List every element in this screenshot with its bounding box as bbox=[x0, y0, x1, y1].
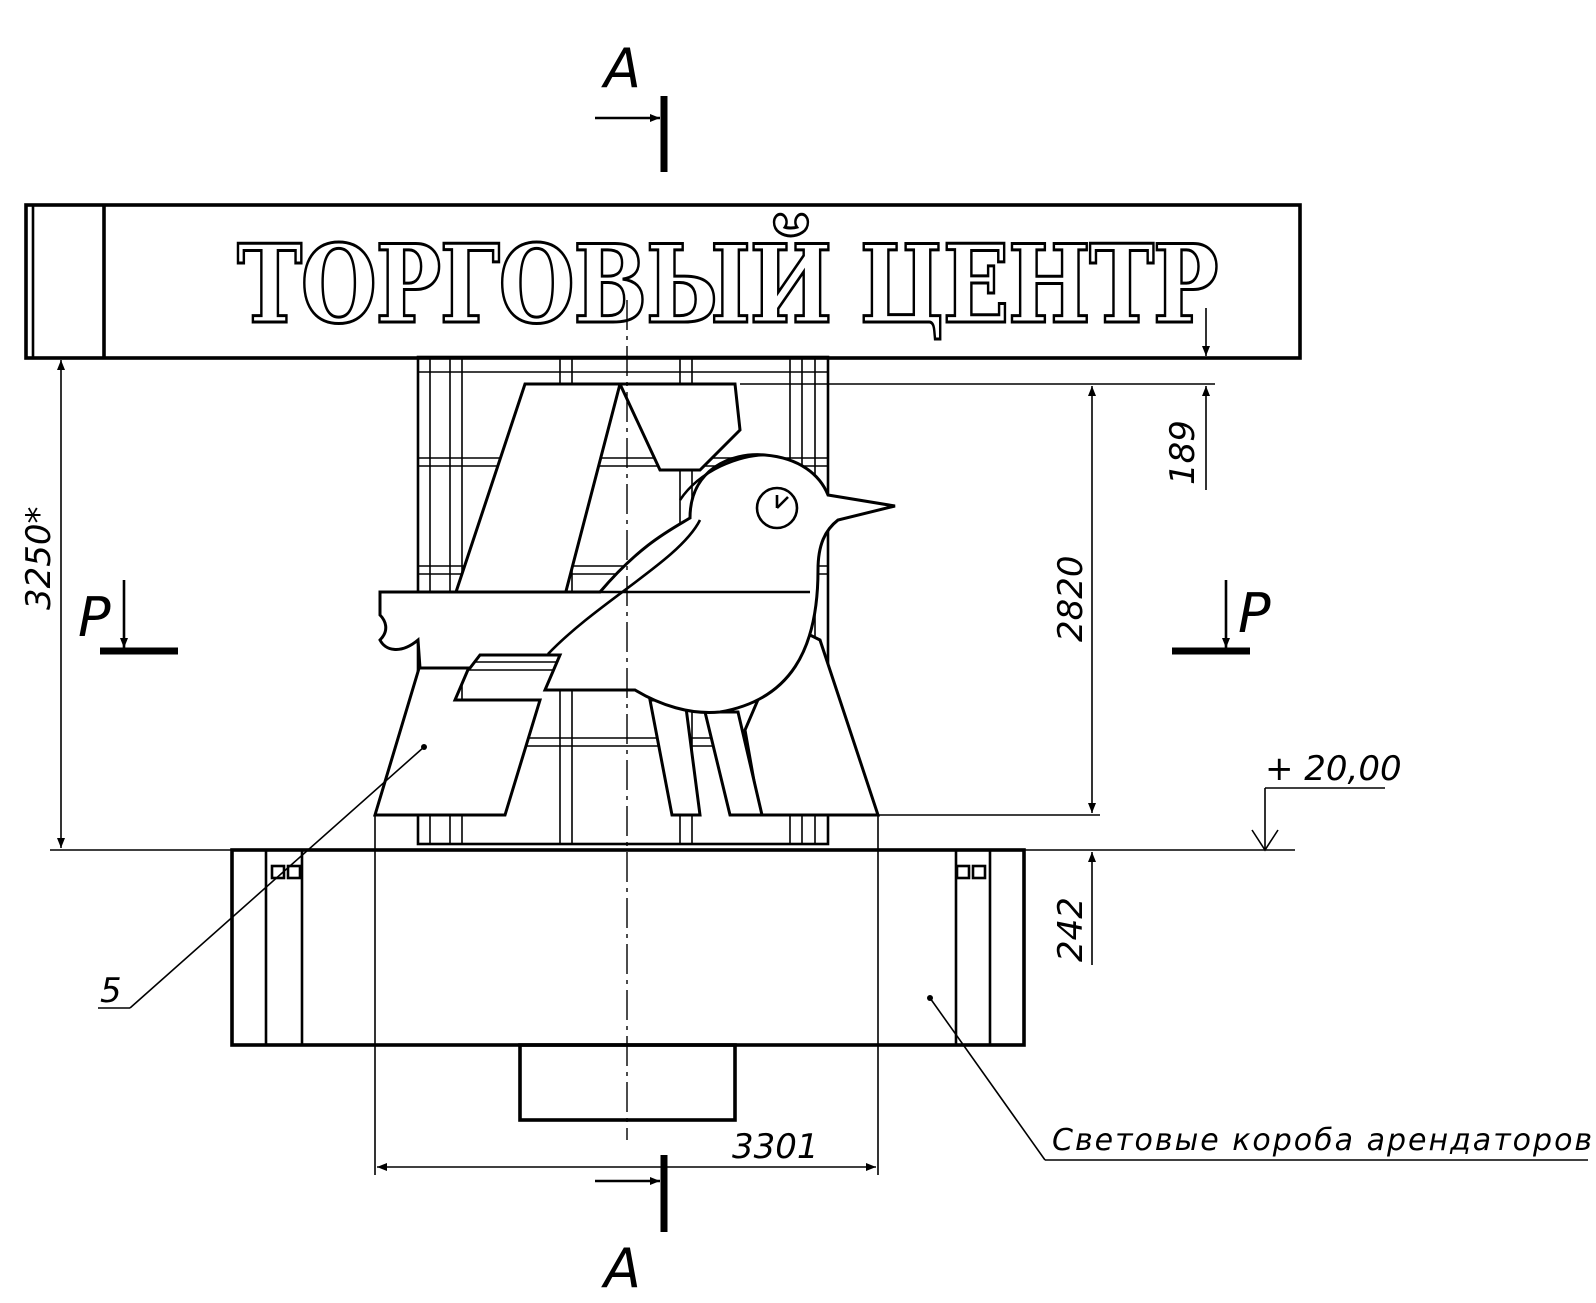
tenant-light-box bbox=[230, 848, 1026, 1122]
logo-upper-left-leg bbox=[452, 382, 622, 597]
dim-base-height-label: 242 bbox=[1051, 897, 1091, 962]
bird-eye bbox=[755, 486, 799, 530]
dim-base-height: 242 bbox=[1024, 849, 1295, 965]
dim-logo-width: 3301 bbox=[374, 815, 879, 1175]
sign-text: ТОРГОВЫЙ ЦЕНТР bbox=[237, 213, 1217, 348]
callout-tenant-boxes-label: Световые короба арендаторов bbox=[1052, 1123, 1594, 1158]
section-p-label-left: Р bbox=[78, 586, 111, 649]
section-p-left: Р bbox=[78, 580, 178, 655]
level-mark-label: + 20,00 bbox=[1265, 749, 1402, 789]
section-a-bottom: А bbox=[595, 1155, 668, 1300]
section-a-label-bottom: А bbox=[601, 1237, 641, 1300]
dim-total-height-label: 3250* bbox=[19, 506, 59, 610]
dim-logo-height: 2820 bbox=[740, 383, 1215, 816]
bird-body bbox=[378, 453, 896, 715]
logo-bird bbox=[378, 453, 896, 715]
logo-upper-right-cap bbox=[617, 382, 742, 472]
section-a-label-top: А bbox=[601, 37, 641, 100]
callout-5: 5 bbox=[98, 744, 427, 1011]
callout-5-label: 5 bbox=[100, 971, 122, 1011]
logo-letter-a bbox=[372, 382, 881, 817]
callout-tenant-boxes: Световые короба арендаторов bbox=[927, 995, 1594, 1161]
dim-top-gap-label: 189 bbox=[1163, 420, 1203, 485]
logo-lower-left-leg bbox=[372, 663, 543, 817]
section-a-top: А bbox=[595, 37, 668, 172]
dim-logo-height-label: 2820 bbox=[1051, 555, 1091, 642]
section-p-label-right: Р bbox=[1238, 582, 1271, 645]
level-mark: + 20,00 bbox=[1251, 749, 1402, 852]
dim-top-gap: 189 bbox=[1163, 308, 1210, 490]
dim-total-height: 3250* bbox=[19, 360, 232, 851]
dim-logo-width-label: 3301 bbox=[732, 1127, 819, 1167]
sign-box bbox=[24, 203, 1302, 360]
section-p-right: Р bbox=[1172, 580, 1271, 655]
